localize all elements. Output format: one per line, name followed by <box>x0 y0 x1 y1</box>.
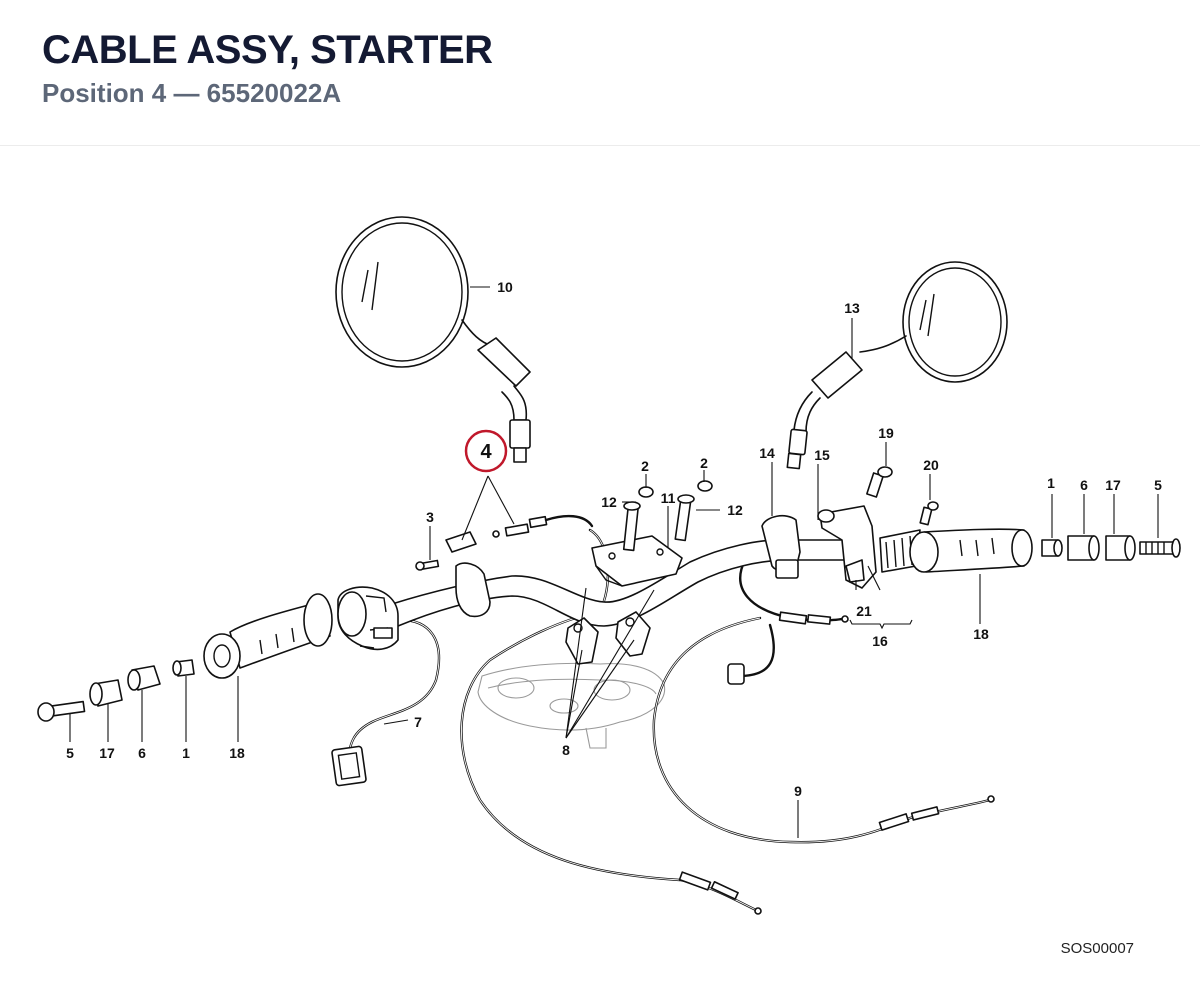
callout-17-left: 17 <box>99 745 115 761</box>
highlight-label: 4 <box>480 441 492 463</box>
mirror-right-13 <box>786 261 1008 470</box>
clamp-bolts <box>622 480 713 552</box>
callout-18-left: 18 <box>229 745 245 761</box>
callout-7: 7 <box>414 714 422 730</box>
callout-16: 16 <box>872 633 888 649</box>
callout-9: 9 <box>794 783 802 799</box>
callout-11: 11 <box>661 490 676 506</box>
callout-1-left: 1 <box>182 745 190 761</box>
callout-10: 10 <box>497 279 513 295</box>
left-switch-and-grip <box>203 586 399 679</box>
callout-15: 15 <box>814 447 830 463</box>
callout-5-left: 5 <box>66 745 74 761</box>
mirror-left-10 <box>335 216 531 463</box>
cable-9 <box>652 558 995 844</box>
callout-17-right: 17 <box>1105 477 1121 493</box>
callout-8: 8 <box>562 742 570 758</box>
callout-12a: 12 <box>601 494 617 510</box>
exploded-parts-diagram: .p { fill:#fff; stroke:#111; stroke-widt… <box>37 216 1181 915</box>
callout-6-left: 6 <box>138 745 146 761</box>
highlight-ring <box>464 429 508 473</box>
callout-13: 13 <box>844 300 860 316</box>
left-bar-end-parts <box>37 659 195 722</box>
callout-labels: 10 13 2 2 12 11 12 3 14 15 19 20 1 6 17 … <box>66 279 1162 799</box>
callout-5-right: 5 <box>1154 477 1162 493</box>
right-bar-end-parts <box>1041 535 1181 561</box>
callout-3: 3 <box>426 509 434 525</box>
starter-cable-4 <box>492 514 594 538</box>
right-controls <box>761 466 1033 589</box>
triple-clamp-outline <box>477 662 666 749</box>
callout-12b: 12 <box>727 502 743 518</box>
callout-14: 14 <box>759 445 775 461</box>
page-title: CABLE ASSY, STARTER <box>42 28 493 72</box>
header: CABLE ASSY, STARTER Position 4 — 6552002… <box>0 0 1200 146</box>
callout-19: 19 <box>878 425 894 441</box>
highlighted-callout-4[interactable]: 4 <box>464 429 508 473</box>
leader-lines <box>69 286 1159 838</box>
callout-6-right: 6 <box>1080 477 1088 493</box>
callout-2a: 2 <box>641 458 649 474</box>
callout-18-right: 18 <box>973 626 989 642</box>
drawing-code: SOS00007 <box>1060 940 1134 957</box>
wiring-7 <box>331 618 441 787</box>
handlebar-clamp <box>565 535 683 665</box>
lever-bracket <box>415 531 491 618</box>
callout-20: 20 <box>923 457 939 473</box>
page-subtitle: Position 4 — 65520022A <box>42 78 342 108</box>
callout-21: 21 <box>856 603 872 619</box>
callout-2b: 2 <box>700 455 708 471</box>
callout-1-right: 1 <box>1047 475 1055 491</box>
